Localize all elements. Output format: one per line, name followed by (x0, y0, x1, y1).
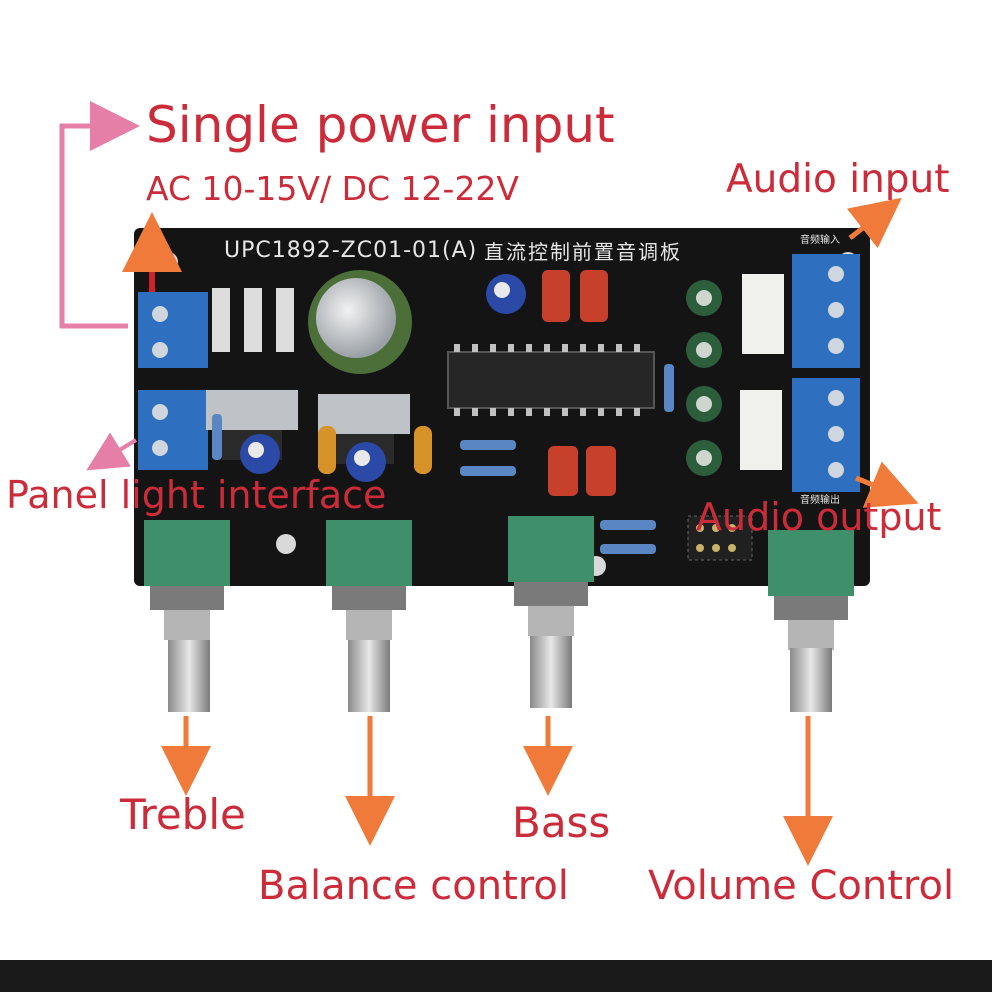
ic-chip (447, 351, 655, 409)
treble-pot (144, 520, 230, 712)
audio-output-arrow (855, 461, 919, 508)
audio-output-terminal (792, 378, 860, 492)
power-arrow (59, 101, 140, 329)
input-connector (742, 274, 784, 354)
input-mark: 音频输入 (800, 235, 840, 246)
bottom-bar (0, 960, 992, 992)
volume-pot (768, 530, 854, 712)
label-bass: Bass (512, 798, 611, 847)
label-single-power: Single power input (146, 96, 615, 154)
label-power-spec: AC 10-15V/ DC 12-22V (146, 169, 520, 208)
label-audio-output: Audio output (696, 495, 942, 539)
label-panel-light: Panel light interface (6, 473, 387, 517)
bass-pot (508, 516, 594, 708)
board-chinese-title: 直流控制前置音调板 (484, 240, 682, 264)
label-treble: Treble (120, 790, 246, 839)
panel-light-terminal (138, 390, 208, 470)
audio-input-terminal (792, 254, 860, 368)
board-model: UPC1892-ZC01-01(A) (224, 238, 478, 263)
output-connector (740, 390, 782, 470)
mount-hole (158, 252, 178, 272)
balance-pot (326, 520, 412, 712)
label-balance: Balance control (258, 863, 569, 909)
panel-arrow (86, 432, 138, 471)
label-audio-input: Audio input (726, 157, 950, 202)
regulator (318, 394, 410, 434)
audio-input-arrow (846, 197, 902, 249)
output-mark: 音频输出 (800, 495, 840, 506)
mount-hole (276, 534, 296, 554)
power-terminal (138, 292, 208, 368)
label-volume: Volume Control (648, 863, 955, 909)
